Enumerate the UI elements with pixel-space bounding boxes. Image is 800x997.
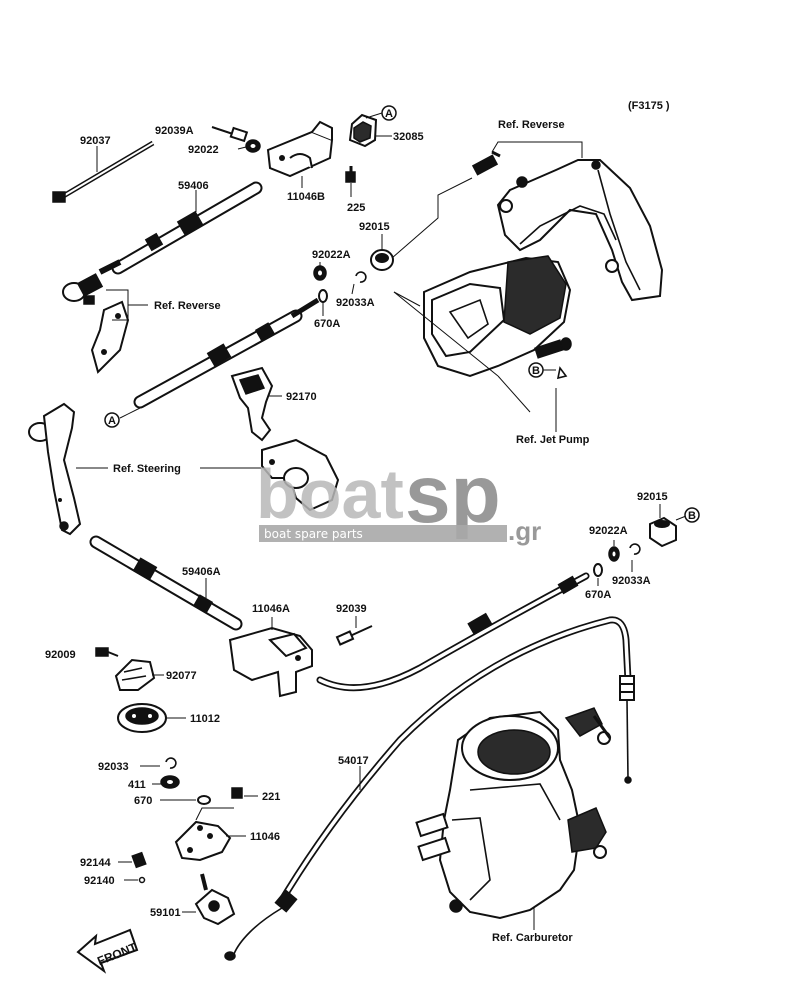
- label-59406A: 59406A: [182, 566, 221, 578]
- reverse-bucket: [496, 159, 664, 302]
- watermark-logo: boat sp .gr boat spare parts: [256, 449, 541, 546]
- ref-reverse-top: Ref. Reverse: [498, 119, 565, 131]
- label-225: 225: [347, 202, 365, 214]
- label-92033A-right: 92033A: [612, 575, 651, 587]
- label-92033: 92033: [98, 761, 129, 773]
- washer-92022A-top: [313, 265, 327, 281]
- label-11046: 11046: [250, 831, 280, 843]
- ref-jet-pump: Ref. Jet Pump: [516, 434, 590, 446]
- switch-59101: [194, 873, 236, 926]
- washer-670A-right: [593, 563, 603, 577]
- bracket-11046B: [266, 120, 334, 178]
- label-11012: 11012: [190, 713, 220, 725]
- label-54017: 54017: [338, 755, 369, 767]
- washer-411: [160, 775, 180, 789]
- clip-92033: [165, 757, 177, 769]
- clip-92033A-top: [355, 271, 367, 283]
- marker-a-top: A: [381, 105, 397, 121]
- nut-92015-top: [370, 249, 394, 271]
- ref-carburetor: Ref. Carburetor: [492, 932, 573, 944]
- rod-end-assembly: [62, 273, 130, 374]
- ref-steering: Ref. Steering: [113, 463, 181, 475]
- cable-end-reverse: [471, 150, 501, 176]
- svg-text:B: B: [688, 510, 696, 522]
- carburetor: [415, 707, 612, 920]
- label-92009: 92009: [45, 649, 76, 661]
- bolt-225: [345, 166, 356, 183]
- bracket-92170: [230, 366, 274, 442]
- marker-b-right: B: [684, 507, 700, 523]
- label-221: 221: [262, 791, 280, 803]
- label-92037: 92037: [80, 135, 111, 147]
- label-92022A-top: 92022A: [312, 249, 351, 261]
- knob-92077: [114, 658, 156, 691]
- cap-11012: [117, 703, 167, 733]
- ref-reverse-left: Ref. Reverse: [154, 300, 221, 312]
- label-411: 411: [128, 779, 146, 791]
- lever-11046: [174, 820, 232, 862]
- cable-54017: [224, 616, 635, 961]
- steering-lever: [28, 402, 82, 536]
- washer-670A-top: [318, 289, 328, 303]
- label-92015-right: 92015: [637, 491, 668, 503]
- label-59406: 59406: [178, 180, 209, 192]
- washer-92022: [245, 139, 261, 153]
- label-11046B: 11046B: [287, 191, 325, 203]
- clip-92033A-right: [629, 543, 641, 555]
- front-arrow-icon: FRONT: [76, 928, 139, 974]
- svg-text:A: A: [385, 108, 393, 120]
- washer-92022A-right: [608, 546, 620, 562]
- label-92033A-top: 92033A: [336, 297, 375, 309]
- label-92140: 92140: [84, 875, 115, 887]
- pin-92039A: [211, 126, 249, 143]
- cable-59406A: [89, 535, 590, 692]
- diagram-code: (F3175 ): [628, 100, 670, 112]
- bracket-11046A: [228, 626, 313, 698]
- label-92022: 92022: [188, 144, 219, 156]
- svg-text:sp: sp: [405, 449, 501, 540]
- label-32085: 32085: [393, 131, 424, 143]
- cable-tie-92037: [52, 140, 155, 203]
- block-32085: [348, 113, 378, 148]
- screw-221: [231, 787, 243, 799]
- label-670A-top: 670A: [314, 318, 340, 330]
- screw-92009: [95, 647, 119, 657]
- label-59101: 59101: [150, 907, 181, 919]
- label-92015-top: 92015: [359, 221, 390, 233]
- svg-text:B: B: [532, 365, 540, 377]
- svg-text:boat spare parts: boat spare parts: [264, 527, 363, 541]
- pin-92039: [335, 625, 373, 646]
- cable-59406: [98, 181, 263, 275]
- svg-text:.gr: .gr: [508, 516, 541, 546]
- rod-59406-lower: [133, 297, 320, 409]
- washer-670: [197, 795, 211, 805]
- steering-clamp: [261, 438, 340, 512]
- svg-text:A: A: [108, 415, 116, 427]
- label-11046A: 11046A: [252, 603, 290, 615]
- ball-92140: [138, 876, 146, 884]
- screw-92144: [131, 851, 147, 869]
- marker-b-pump: B: [528, 362, 544, 378]
- label-92170: 92170: [286, 391, 317, 403]
- jet-pump: [423, 255, 572, 378]
- label-92022A-right: 92022A: [589, 525, 628, 537]
- label-670A-right: 670A: [585, 589, 611, 601]
- label-92039: 92039: [336, 603, 367, 615]
- marker-a-lower: A: [104, 412, 120, 428]
- nut-92015-right: [649, 516, 677, 548]
- label-670: 670: [134, 795, 152, 807]
- label-92144: 92144: [80, 857, 111, 869]
- svg-text:boat: boat: [256, 455, 404, 533]
- label-92077: 92077: [166, 670, 197, 682]
- label-92039A: 92039A: [155, 125, 194, 137]
